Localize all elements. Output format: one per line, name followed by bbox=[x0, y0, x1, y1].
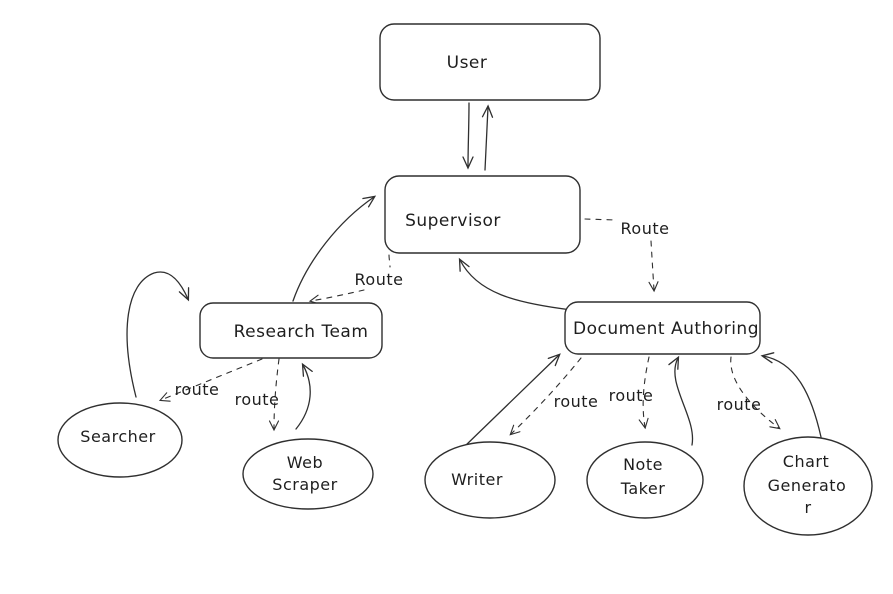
node-web-scraper-label-line2: Scraper bbox=[272, 475, 337, 494]
node-note-taker-label-line1: Note bbox=[623, 455, 663, 474]
edge-label-route-chart-generator: route bbox=[717, 395, 762, 414]
node-chart-generator-label-line3: r bbox=[804, 498, 811, 517]
edge-supervisor-to-user bbox=[481, 104, 494, 171]
edge-searcher-to-research-team bbox=[126, 271, 190, 398]
node-document-authoring-box bbox=[564, 301, 761, 355]
edge-label-route-document-authoring: Route bbox=[621, 219, 670, 238]
node-note-taker-ellipse bbox=[586, 441, 704, 519]
edge-label-route-searcher: route bbox=[175, 380, 220, 399]
edge-document-authoring-to-writer bbox=[509, 357, 582, 436]
edge-supervisor-to-document-authoring-stub bbox=[584, 218, 617, 221]
node-document-authoring: Document Authoring bbox=[564, 301, 761, 355]
node-supervisor-box bbox=[384, 175, 581, 254]
node-chart-generator-ellipse bbox=[743, 436, 873, 536]
node-note-taker-label-line2: Taker bbox=[620, 479, 666, 498]
node-searcher: Searcher bbox=[57, 402, 183, 478]
node-web-scraper-ellipse bbox=[242, 438, 374, 510]
node-research-team: Research Team bbox=[199, 302, 383, 359]
node-user-label: User bbox=[447, 53, 488, 73]
node-note-taker: Note Taker bbox=[586, 441, 704, 519]
edge-label-route-writer: route bbox=[554, 392, 599, 411]
edge-writer-to-document-authoring bbox=[463, 353, 561, 448]
node-writer-ellipse bbox=[424, 441, 556, 519]
edge-label-route-note-taker: route bbox=[609, 386, 654, 405]
node-web-scraper: Web Scraper bbox=[242, 438, 374, 510]
edge-research-team-to-searcher bbox=[158, 358, 263, 402]
edge-supervisor-to-research-team bbox=[308, 289, 365, 305]
edge-user-to-supervisor bbox=[462, 102, 474, 170]
node-user: User bbox=[379, 23, 601, 101]
node-research-team-box bbox=[199, 302, 383, 359]
node-chart-generator: Chart Generato r bbox=[743, 436, 873, 536]
node-supervisor: Supervisor bbox=[384, 175, 581, 254]
node-searcher-ellipse bbox=[57, 402, 183, 478]
edge-supervisor-to-document-authoring bbox=[648, 240, 659, 293]
edge-chart-generator-to-document-authoring bbox=[760, 352, 822, 438]
edge-document-authoring-to-supervisor bbox=[458, 257, 573, 311]
node-document-authoring-label: Document Authoring bbox=[573, 319, 759, 339]
node-user-box bbox=[379, 23, 601, 101]
edge-label-route-web-scraper: route bbox=[235, 390, 280, 409]
node-searcher-label: Searcher bbox=[80, 427, 155, 446]
node-research-team-label: Research Team bbox=[234, 322, 369, 342]
edge-research-team-to-supervisor bbox=[292, 195, 377, 302]
node-chart-generator-label-line2: Generato bbox=[768, 476, 847, 495]
edge-research-team-to-web-scraper bbox=[268, 358, 280, 432]
edge-label-route-research-team: Route bbox=[355, 270, 404, 289]
edge-supervisor-to-research-team-stub bbox=[388, 254, 391, 268]
node-writer-label: Writer bbox=[451, 470, 503, 489]
edge-document-authoring-to-chart-generator bbox=[730, 356, 781, 430]
node-web-scraper-label-line1: Web bbox=[287, 453, 323, 472]
node-writer: Writer bbox=[424, 441, 556, 519]
edge-web-scraper-to-research-team bbox=[295, 362, 313, 430]
node-chart-generator-label-line1: Chart bbox=[783, 452, 829, 471]
node-supervisor-label: Supervisor bbox=[405, 211, 501, 231]
edge-document-authoring-to-note-taker bbox=[638, 356, 650, 430]
edge-note-taker-to-document-authoring bbox=[668, 355, 694, 446]
